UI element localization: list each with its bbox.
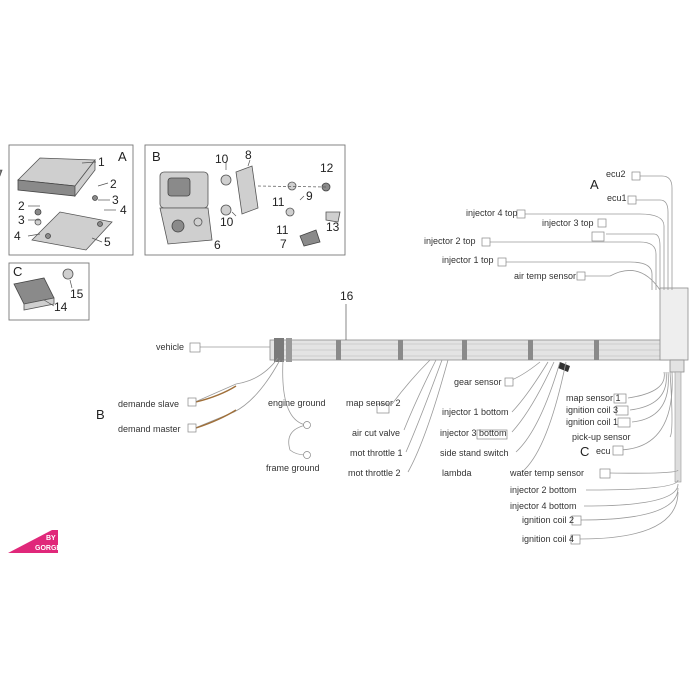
section-label-b: B bbox=[152, 149, 161, 164]
part-number-14: 14 bbox=[54, 300, 68, 314]
label-injector-4-top: injector 4 top bbox=[466, 208, 518, 218]
part-number-3a: 3 bbox=[18, 213, 25, 227]
section-label-b-harness: B bbox=[96, 407, 105, 422]
clip-drawing bbox=[299, 229, 321, 247]
logo-text-line1: BY bbox=[46, 535, 56, 542]
label-vehicle: vehicle bbox=[156, 342, 184, 352]
part-number-4a: 4 bbox=[14, 229, 21, 243]
detail-box-b: B 8 10 10 12 9 11 11 13 7 6 bbox=[144, 144, 346, 256]
part-number-11b: 11 bbox=[276, 223, 289, 237]
label-frame-ground: frame ground bbox=[266, 463, 320, 473]
label-side-stand-switch: side stand switch bbox=[440, 448, 509, 458]
throttle-body-drawing bbox=[159, 171, 213, 245]
label-engine-ground: engine ground bbox=[268, 398, 326, 408]
relay-drawing bbox=[13, 277, 55, 311]
logo-text-line2: GORGE bbox=[35, 545, 61, 552]
part-number-4b: 4 bbox=[120, 203, 127, 217]
part-number-10a: 10 bbox=[215, 152, 229, 166]
section-label-c-harness: C bbox=[580, 444, 589, 459]
detail-box-c: C 14 15 bbox=[8, 262, 90, 321]
ecu-bracket-drawing bbox=[31, 211, 113, 251]
label-ignition-coil-3: ignition coil 3 bbox=[566, 405, 618, 415]
label-demand-master: demand master bbox=[118, 424, 181, 434]
lower-branch-wires bbox=[194, 346, 679, 540]
part-number-10b: 10 bbox=[220, 215, 234, 229]
part-number-7: 7 bbox=[280, 237, 287, 251]
washer-2-drawing bbox=[285, 207, 295, 217]
label-mot-throttle-1: mot throttle 1 bbox=[350, 448, 403, 458]
part-number-8: 8 bbox=[245, 148, 252, 162]
connector-tags bbox=[187, 171, 641, 545]
part-number-15: 15 bbox=[70, 287, 84, 301]
label-map-sensor-2: map sensor 2 bbox=[346, 398, 401, 408]
nut-drawing bbox=[321, 182, 331, 192]
sensor-bracket-drawing bbox=[220, 165, 259, 216]
part-number-12: 12 bbox=[320, 161, 334, 175]
label-injector-3-bottom: injector 3 bottom bbox=[440, 428, 507, 438]
label-injector-2-top: injector 2 top bbox=[424, 236, 476, 246]
part-number-5: 5 bbox=[104, 235, 111, 249]
part-number-1: 1 bbox=[98, 155, 105, 169]
label-ecu1: ecu1 bbox=[607, 193, 627, 203]
part-number-16: 16 bbox=[340, 289, 354, 303]
label-mot-throttle-2: mot throttle 2 bbox=[348, 468, 401, 478]
label-injector-4-bottom: injector 4 bottom bbox=[510, 501, 577, 511]
label-injector-2-bottom: injector 2 bottom bbox=[510, 485, 577, 495]
label-lambda: lambda bbox=[442, 468, 472, 478]
label-ecu2: ecu2 bbox=[606, 169, 626, 179]
screw-drawing bbox=[92, 195, 98, 201]
washer-drawing bbox=[287, 181, 297, 191]
upper-branch-wires bbox=[490, 175, 673, 291]
label-demande-slave: demande slave bbox=[118, 399, 179, 409]
part-number-3b: 3 bbox=[112, 193, 119, 207]
label-ignition-coil-1: ignition coil 1 bbox=[566, 417, 618, 427]
label-gear-sensor: gear sensor bbox=[454, 377, 502, 387]
label-air-temp-sensor: air temp sensor bbox=[514, 271, 576, 281]
bolt-drawing bbox=[325, 211, 341, 223]
grommet-drawing bbox=[34, 208, 42, 216]
main-harness: 16 bbox=[269, 287, 689, 483]
ecu-unit-drawing bbox=[0, 157, 96, 198]
section-label-a-harness: A bbox=[590, 177, 599, 192]
label-ignition-coil-4: ignition coil 4 bbox=[522, 534, 574, 544]
part-number-2a: 2 bbox=[18, 199, 25, 213]
label-air-cut-valve: air cut valve bbox=[352, 428, 400, 438]
label-ecu: ecu bbox=[596, 446, 611, 456]
label-water-temp-sensor: water temp sensor bbox=[509, 468, 584, 478]
label-injector-3-top: injector 3 top bbox=[542, 218, 594, 228]
label-injector-1-top: injector 1 top bbox=[442, 255, 494, 265]
ecu-connector-block bbox=[659, 287, 689, 361]
part-number-13: 13 bbox=[326, 220, 340, 234]
label-pick-up-sensor: pick-up sensor bbox=[572, 432, 631, 442]
section-label-a: A bbox=[118, 149, 127, 164]
connector-labels: ecu2 ecu1 injector 4 top injector 3 top … bbox=[96, 169, 631, 544]
section-label-c: C bbox=[13, 264, 22, 279]
detail-box-a: A 1 2 3 2 3 4 4 5 bbox=[0, 144, 134, 256]
relay-holder-drawing bbox=[62, 268, 74, 280]
label-map-sensor-1: map sensor 1 bbox=[566, 393, 621, 403]
part-number-9: 9 bbox=[306, 189, 313, 203]
label-ignition-coil-2: ignition coil 2 bbox=[522, 515, 574, 525]
brand-logo: BY GORGE bbox=[8, 530, 61, 553]
part-number-11a: 11 bbox=[272, 195, 285, 209]
label-injector-1-bottom: injector 1 bottom bbox=[442, 407, 509, 417]
spacer-drawing bbox=[34, 218, 42, 226]
part-number-6: 6 bbox=[214, 238, 221, 252]
part-number-2b: 2 bbox=[110, 177, 117, 191]
